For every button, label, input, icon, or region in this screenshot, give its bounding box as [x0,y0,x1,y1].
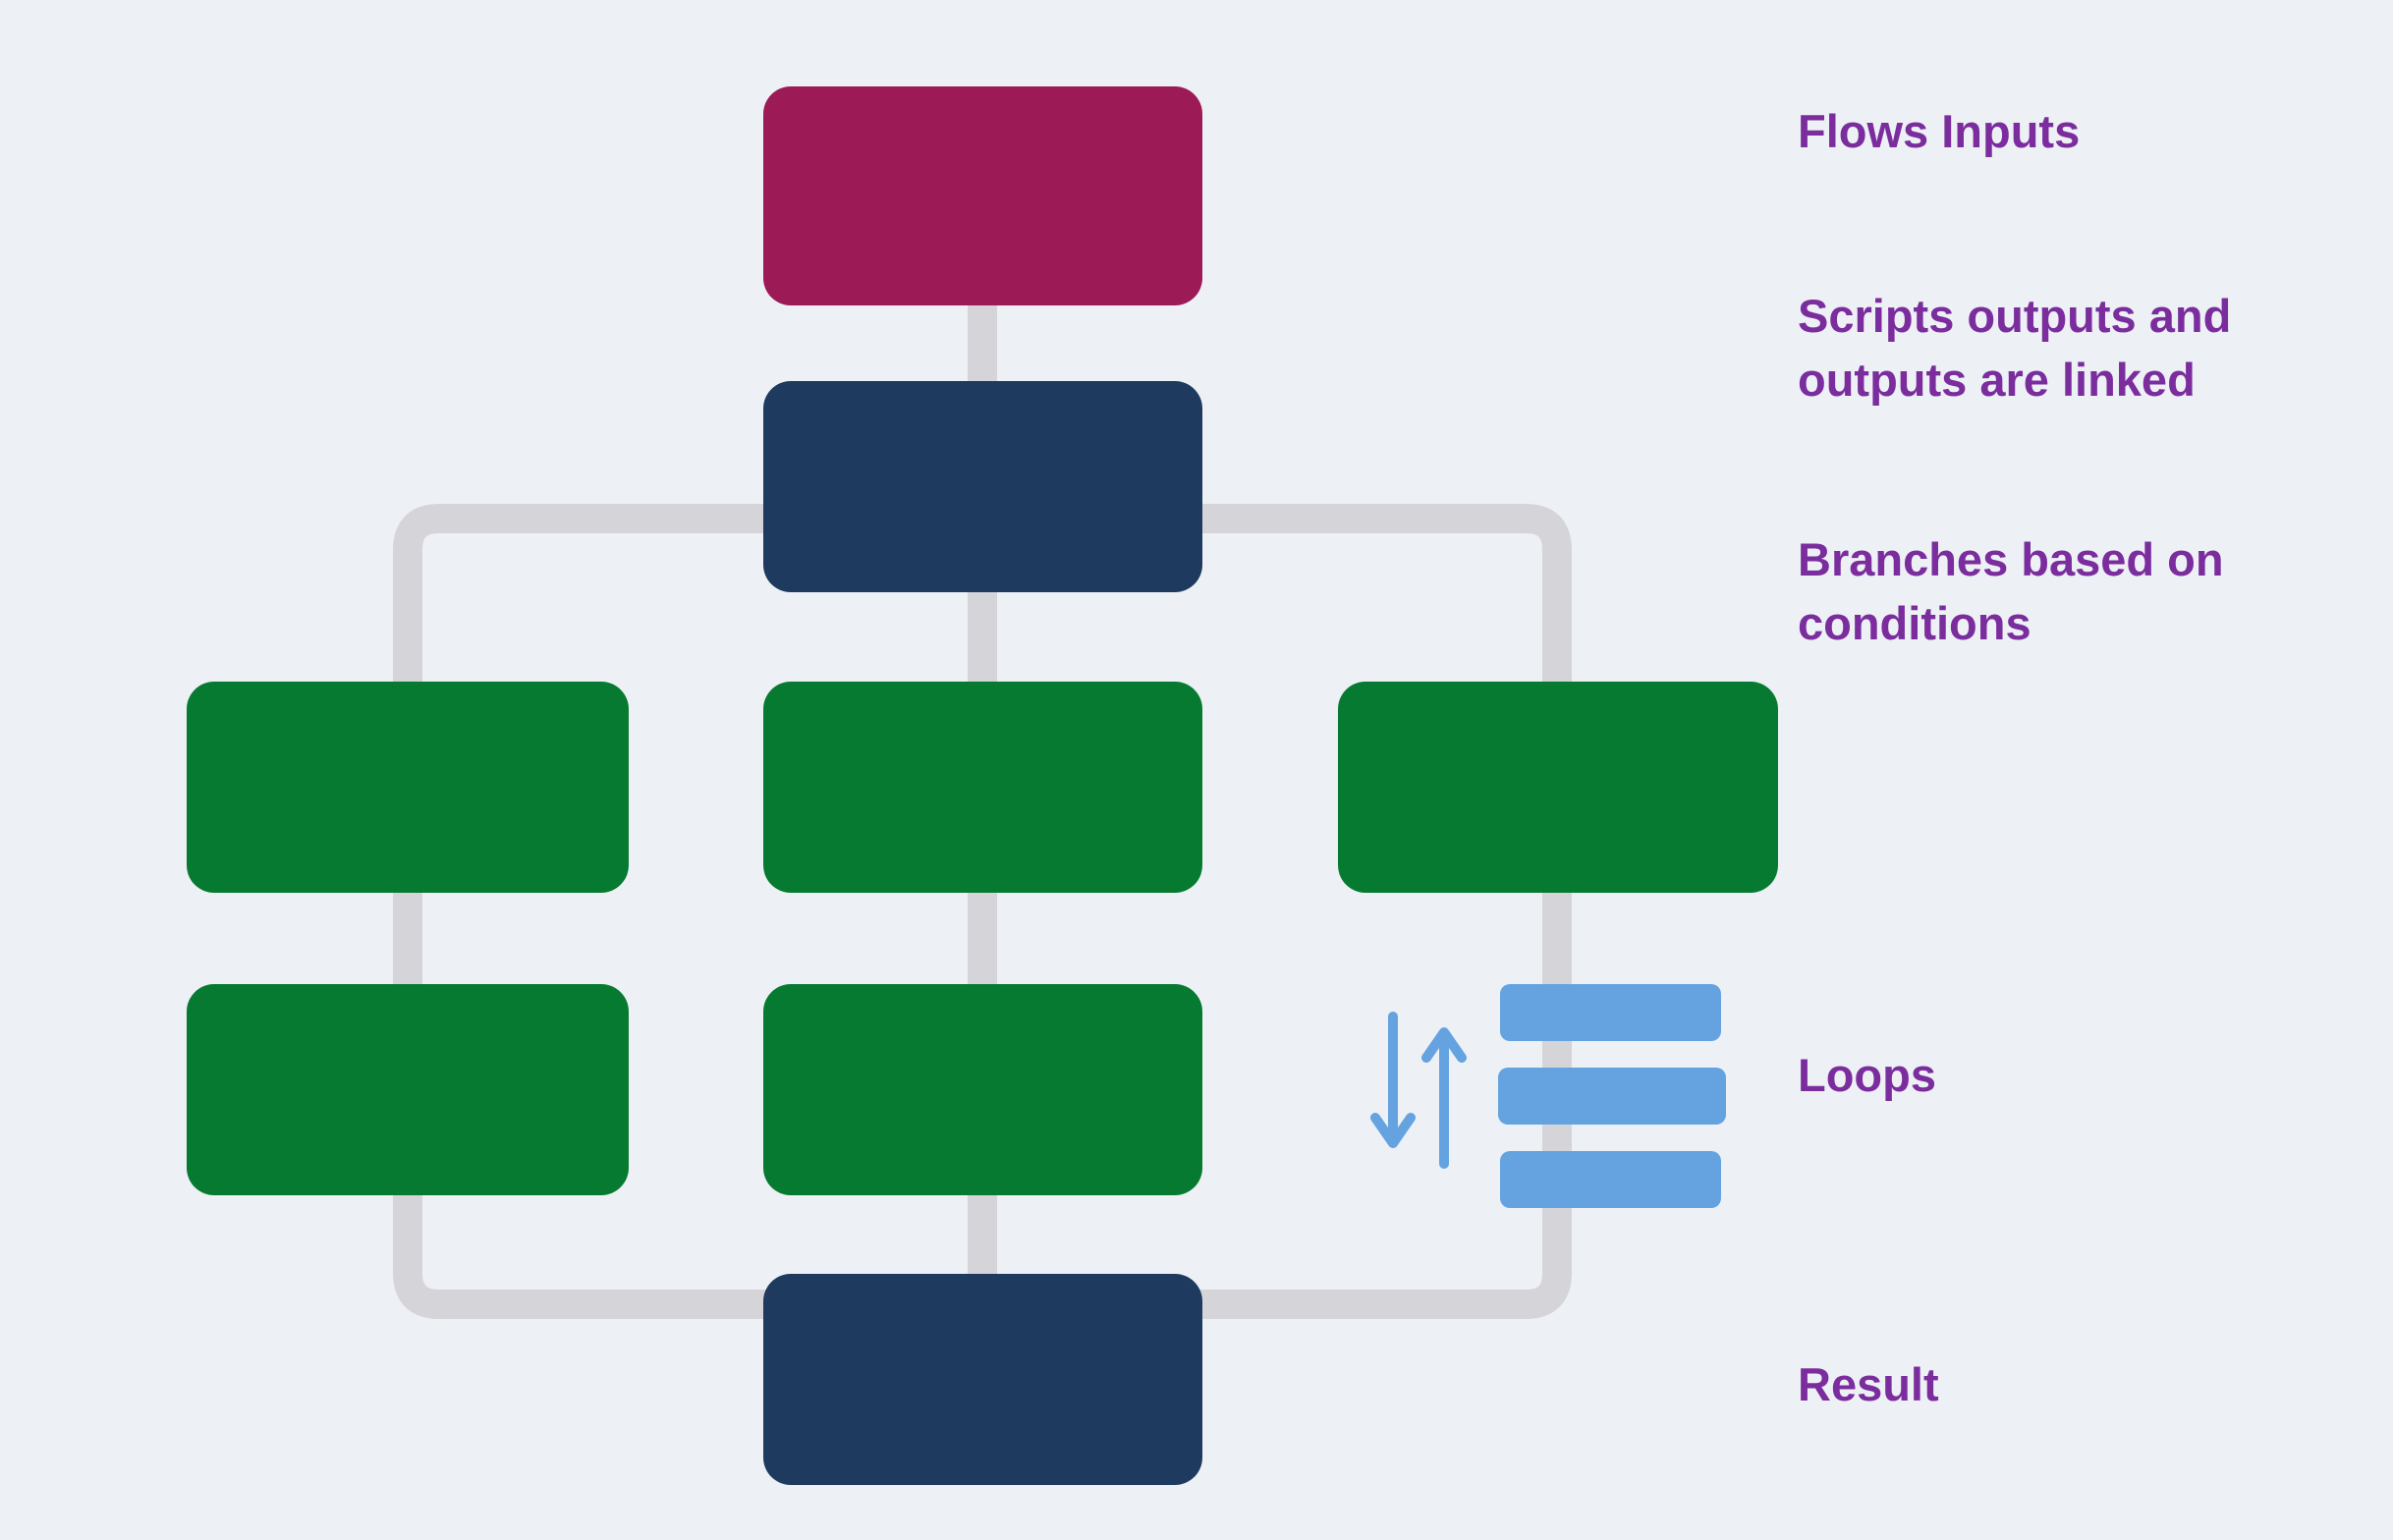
branch-node-right [1338,682,1778,893]
branch-node-left-2 [187,984,629,1195]
branch-node-center-2 [763,984,1202,1195]
script-node-top [763,381,1202,592]
input-node [763,86,1202,305]
loop-arrows-icon [1370,1012,1467,1169]
label-scripts-outputs: Scripts outputs and outputs are linked [1798,290,2232,406]
branch-node-left [187,682,629,893]
loop-bars-icon [1498,984,1726,1208]
branch-node-center [763,682,1202,893]
loop-icon [1370,984,1726,1208]
label-result: Result [1798,1358,1939,1410]
result-node [763,1274,1202,1485]
label-branches: Branches based on conditions [1798,533,2224,649]
label-flows-inputs: Flows Inputs [1798,105,2081,157]
label-loops: Loops [1798,1049,1936,1101]
